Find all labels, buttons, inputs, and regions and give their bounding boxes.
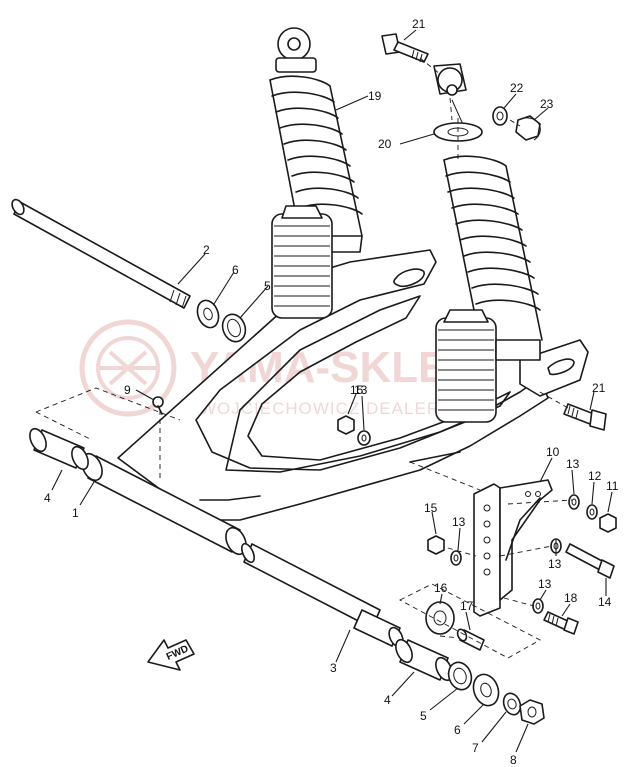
callout-12: 12 <box>588 469 602 483</box>
callout-20: 20 <box>378 137 392 151</box>
callout-13-lower: 13 <box>452 515 466 529</box>
washer-13-right <box>568 494 580 510</box>
callout-2: 2 <box>203 243 210 257</box>
callout-13-bottom: 13 <box>538 577 552 591</box>
rear-axle <box>11 198 191 309</box>
callout-8: 8 <box>510 753 517 767</box>
callout-5-upper: 5 <box>264 279 271 293</box>
bushing-lower <box>395 638 453 682</box>
shock-absorber-left <box>269 27 363 319</box>
washer-13-bottom <box>532 598 544 614</box>
callout-21-top: 21 <box>412 17 426 31</box>
callout-22: 22 <box>510 81 524 95</box>
torque-bracket <box>473 479 553 617</box>
washer-5-lower <box>447 661 473 691</box>
callout-3: 3 <box>330 661 337 675</box>
collar-16 <box>425 601 455 635</box>
nut-15-lower <box>427 535 445 555</box>
washer-22 <box>492 106 508 126</box>
bolt-21-top <box>381 33 429 63</box>
pivot-shaft <box>241 542 404 648</box>
leader-lines <box>51 29 613 753</box>
callout-14: 14 <box>598 595 612 609</box>
callout-18: 18 <box>564 591 578 605</box>
callout-19: 19 <box>368 89 382 103</box>
cap-nut-23 <box>515 115 541 141</box>
spacer-17 <box>456 628 485 651</box>
callout-13-mid: 13 <box>548 557 562 571</box>
callout-6-lower: 6 <box>454 723 461 737</box>
callout-15-upper: 15 <box>350 383 364 397</box>
forward-arrow-icon: FWD <box>147 639 195 671</box>
bolt-18 <box>543 611 579 635</box>
swing-arm <box>117 249 589 521</box>
callout-10: 10 <box>546 445 560 459</box>
shock-absorber-right <box>433 63 543 423</box>
callout-13-upper: 13 <box>354 383 368 397</box>
right-spring <box>443 155 543 341</box>
callout-1: 1 <box>72 506 79 520</box>
callout-13-right: 13 <box>566 457 580 471</box>
callout-7: 7 <box>472 741 479 755</box>
nut-11 <box>599 513 617 533</box>
callout-4-lower: 4 <box>384 693 391 707</box>
callout-5-lower: 5 <box>420 709 427 723</box>
washer-12 <box>586 504 598 520</box>
washer-13-lower <box>450 550 462 566</box>
upper-washers <box>196 299 247 343</box>
washer-6-lower <box>472 673 500 707</box>
bolt-21-bottom <box>563 403 607 431</box>
assembly-guide-lines <box>35 57 573 659</box>
callout-21-bottom: 21 <box>592 381 606 395</box>
washer-7 <box>502 692 522 716</box>
callout-6-upper: 6 <box>232 263 239 277</box>
bushing-left <box>29 427 89 471</box>
watermark-logo <box>79 319 177 417</box>
nut-15-upper <box>337 415 355 435</box>
callout-15-lower: 15 <box>424 501 438 515</box>
callout-9: 9 <box>124 383 131 397</box>
washer-13-upper <box>357 430 371 446</box>
callout-17: 17 <box>460 599 474 613</box>
callout-23: 23 <box>540 97 554 111</box>
callout-4-upper: 4 <box>44 491 51 505</box>
callout-16: 16 <box>434 581 448 595</box>
left-spring <box>269 75 363 237</box>
nut-8 <box>519 699 545 725</box>
bolt-14 <box>565 543 615 579</box>
callout-labels: 1 2 3 4 4 5 5 6 6 7 8 9 10 11 12 13 13 1… <box>44 17 619 767</box>
callout-11: 11 <box>606 479 619 493</box>
